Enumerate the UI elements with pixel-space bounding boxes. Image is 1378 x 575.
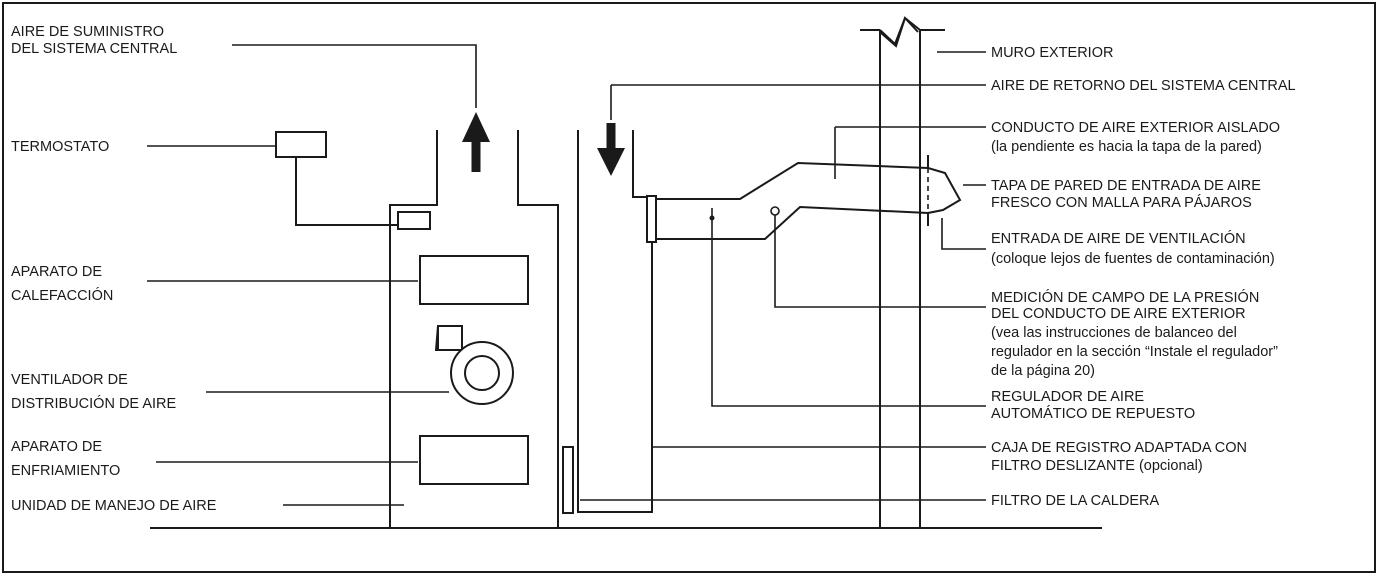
- return-arrow: [597, 123, 625, 176]
- supply-arrow: [462, 112, 490, 172]
- label-furnace-filter: FILTRO DE LA CALDERA: [991, 493, 1159, 509]
- leader-lines: [147, 44, 986, 506]
- return-duct: [577, 130, 653, 513]
- furnace-filter-slot: [562, 446, 574, 514]
- wall-cap: [927, 155, 962, 226]
- label-supply-air: AIRE DE SUMINISTRO DEL SISTEMA CENTRAL: [11, 24, 177, 57]
- heating-unit: [419, 255, 529, 305]
- label-cooling: APARATO DE ENFRIAMIENTO: [11, 439, 120, 479]
- label-heating: APARATO DE CALEFACCIÓN: [11, 264, 113, 304]
- label-return-air: AIRE DE RETORNO DEL SISTEMA CENTRAL: [991, 78, 1296, 94]
- register-box-flange: [646, 195, 657, 243]
- label-air-handler: UNIDAD DE MANEJO DE AIRE: [11, 498, 217, 514]
- outdoor-duct: [656, 161, 929, 240]
- damper-marker: [709, 208, 715, 228]
- thermostat-box: [275, 131, 327, 158]
- label-damper: REGULADOR DE AIRE AUTOMÁTICO DE REPUESTO: [991, 389, 1195, 422]
- control-box: [397, 211, 431, 230]
- label-pressure: MEDICIÓN DE CAMPO DE LA PRESIÓN DEL COND…: [991, 289, 1282, 379]
- label-insulated-duct: CONDUCTO DE AIRE EXTERIOR AISLADO (la pe…: [991, 120, 1284, 155]
- label-fan: VENTILADOR DE DISTRIBUCIÓN DE AIRE: [11, 372, 176, 412]
- label-exterior-wall: MURO EXTERIOR: [991, 45, 1113, 61]
- cooling-unit: [419, 435, 529, 485]
- blower-fan: [434, 325, 514, 405]
- thermostat-wire: [295, 157, 398, 226]
- exterior-wall: [860, 16, 945, 528]
- air-handler-cabinet: [389, 130, 559, 528]
- label-thermostat: TERMOSTATO: [11, 139, 109, 155]
- label-vent-inlet: ENTRADA DE AIRE DE VENTILACIÓN (coloque …: [991, 230, 1275, 267]
- pressure-tap: [770, 206, 780, 216]
- label-wall-cap: TAPA DE PARED DE ENTRADA DE AIRE FRESCO …: [991, 178, 1265, 211]
- label-register-box: CAJA DE REGISTRO ADAPTADA CON FILTRO DES…: [991, 440, 1251, 474]
